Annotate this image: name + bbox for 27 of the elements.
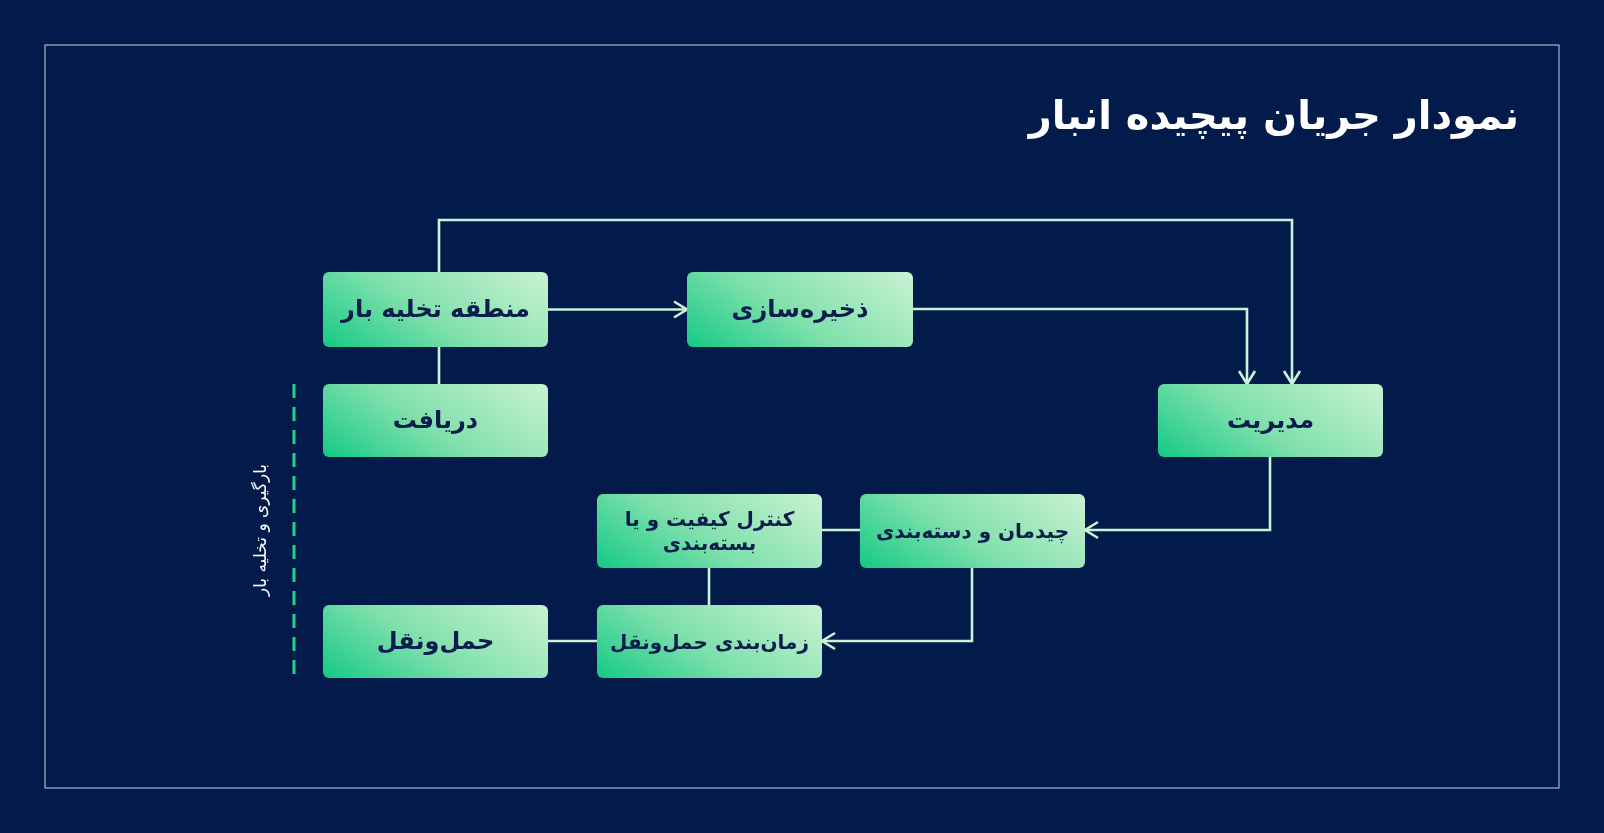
- box-label: چیدمان و دسته‌بندی: [875, 519, 1070, 543]
- arrow: [437, 218, 1302, 386]
- side-label: بارگیری و تخلیه بار: [250, 462, 270, 599]
- process-box: [860, 494, 1085, 568]
- connector-line: [437, 347, 441, 384]
- process-box: [1158, 384, 1383, 457]
- connector-line: [822, 528, 860, 532]
- arrow: [913, 307, 1257, 386]
- box-label: دریافت: [392, 406, 479, 435]
- connector-line: [548, 639, 597, 643]
- box-label: زمان‌بندی حمل‌ونقل: [610, 629, 809, 654]
- process-box: [687, 272, 913, 347]
- arrow: [820, 568, 974, 651]
- box-label: مدیریت: [1226, 406, 1315, 435]
- box-label: کنترل کیفیت و یا بسته‌بندی: [623, 507, 796, 555]
- process-box: [323, 272, 548, 347]
- process-box: [597, 494, 822, 568]
- arrow: [548, 300, 689, 319]
- diagram-title: نمودار جریان پیچیده انبار: [1028, 92, 1519, 138]
- connector-line: [707, 568, 711, 605]
- box-label: ذخیره‌سازی: [731, 295, 869, 324]
- process-box: [323, 605, 548, 678]
- process-box: [597, 605, 822, 678]
- box-label: منطقه تخلیه بار: [341, 295, 530, 324]
- process-box: [323, 384, 548, 457]
- box-label: حمل‌ونقل: [376, 627, 495, 656]
- arrow: [1083, 457, 1272, 540]
